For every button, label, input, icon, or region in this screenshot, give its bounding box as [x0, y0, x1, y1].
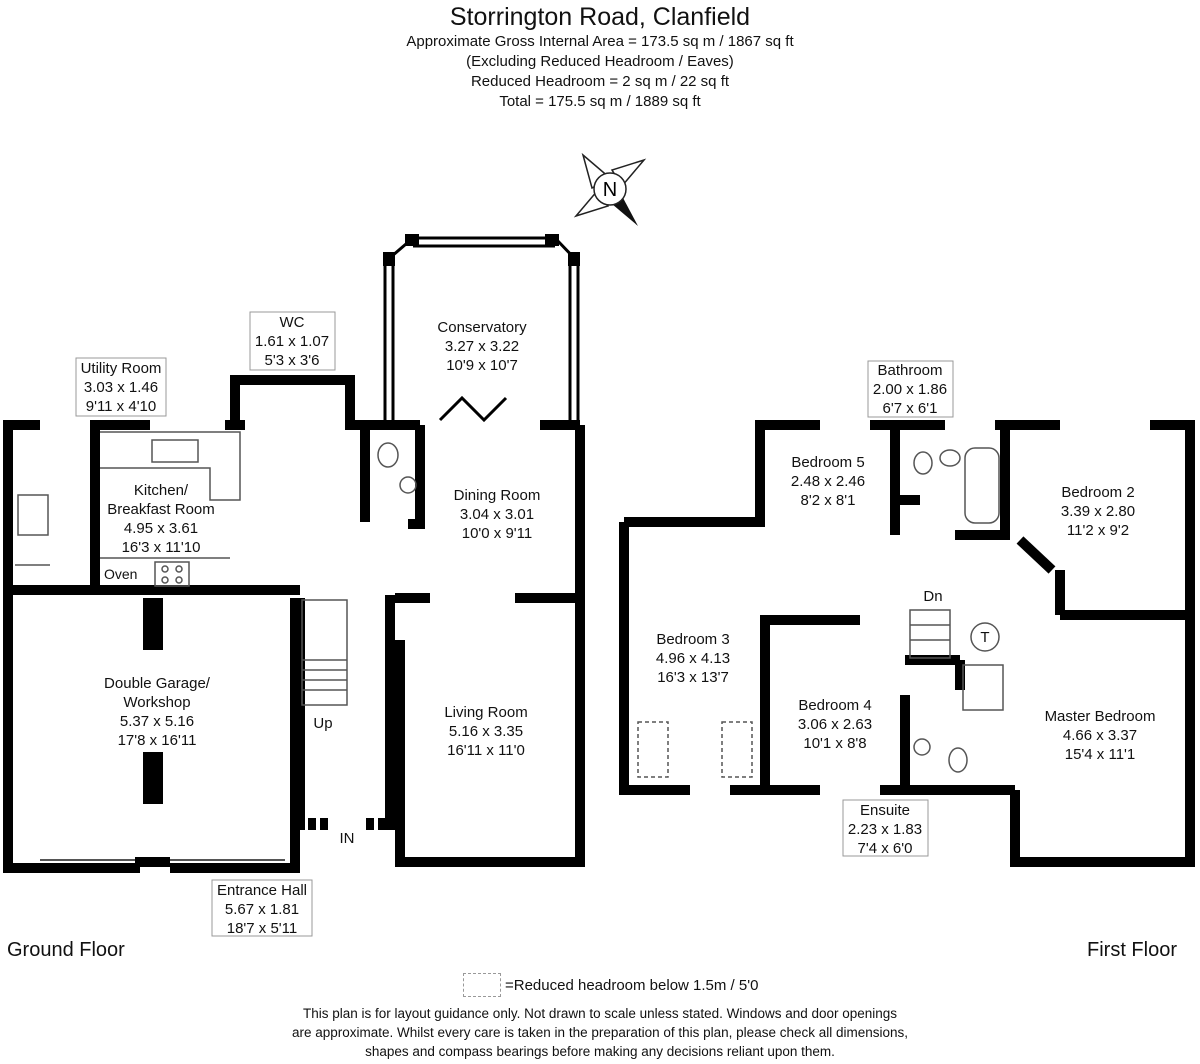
master-bedroom-name: Master Bedroom [1045, 708, 1156, 725]
disclaimer-line-1: This plan is for layout guidance only. N… [302, 1006, 898, 1021]
bath-icon [964, 447, 1000, 524]
entrance-hall-imperial: 18'7 x 5'11 [227, 920, 298, 937]
bedroom2-imperial: 11'2 x 9'2 [1067, 522, 1129, 539]
plan-header: Storrington Road, Clanfield Approximate … [0, 0, 1200, 112]
utility-room-imperial: 9'11 x 4'10 [86, 398, 157, 415]
room-labels: Utility Room 3.03 x 1.46 9'11 x 4'10 WC … [7, 311, 1177, 961]
gross-area: Approximate Gross Internal Area = 173.5 … [406, 33, 794, 50]
bedroom4-imperial: 10'1 x 8'8 [803, 735, 866, 752]
conservatory-metric: 3.27 x 3.22 [445, 338, 519, 355]
wc-imperial: 5'3 x 3'6 [265, 352, 320, 369]
garage-metric: 5.37 x 5.16 [120, 713, 194, 730]
first-floor-fittings [637, 447, 1004, 778]
garage-name-1: Double Garage/ [104, 675, 211, 692]
wc-name: WC [280, 314, 305, 331]
kitchen-metric: 4.95 x 3.61 [124, 520, 198, 537]
ensuite-imperial: 7'4 x 6'0 [858, 840, 913, 857]
legend: =Reduced headroom below 1.5m / 5'0 [463, 973, 758, 997]
entrance-hall-name: Entrance Hall [217, 882, 307, 899]
kitchen-fittings [15, 431, 417, 706]
ground-floor-label: Ground Floor [7, 939, 125, 961]
bedroom5-imperial: 8'2 x 8'1 [801, 492, 856, 509]
garage-name-2: Workshop [123, 694, 190, 711]
area-exclusion-note: (Excluding Reduced Headroom / Eaves) [466, 53, 734, 70]
tank-label: T [980, 629, 989, 646]
stairs-down-label: Dn [923, 588, 942, 605]
ensuite-basin-icon [913, 738, 931, 756]
water-tank-icon [970, 622, 1000, 652]
disclaimer-line-3: shapes and compass bearings before makin… [365, 1044, 835, 1059]
entrance-posts [308, 818, 386, 830]
disclaimer: This plan is for layout guidance only. N… [0, 1004, 1200, 1061]
bathroom-name: Bathroom [877, 362, 942, 379]
bedroom5-name: Bedroom 5 [791, 454, 864, 471]
living-room-imperial: 16'11 x 11'0 [447, 742, 525, 759]
entrance-in-label: IN [340, 830, 355, 847]
dining-room-name: Dining Room [454, 487, 541, 504]
kitchen-name-2: Breakfast Room [107, 501, 215, 518]
legend-text: =Reduced headroom below 1.5m / 5'0 [505, 976, 759, 994]
dining-room-metric: 3.04 x 3.01 [460, 506, 534, 523]
utility-room-metric: 3.03 x 1.46 [84, 379, 158, 396]
bathroom-toilet-icon [913, 451, 933, 475]
first-floor-label: First Floor [1087, 939, 1177, 961]
conservatory-posts [383, 234, 580, 266]
conservatory-name: Conservatory [437, 319, 527, 336]
ensuite-metric: 2.23 x 1.83 [848, 821, 922, 838]
bathroom-metric: 2.00 x 1.86 [873, 381, 947, 398]
bedroom3-name: Bedroom 3 [656, 631, 729, 648]
total-area: Total = 175.5 sq m / 1889 sq ft [499, 93, 701, 110]
ensuite-toilet-icon [948, 747, 968, 773]
living-room-name: Living Room [444, 704, 527, 721]
compass-north-label: N [603, 179, 617, 201]
shower-icon [962, 664, 1004, 711]
kitchen-imperial: 16'3 x 11'10 [122, 539, 201, 556]
kitchen-name-1: Kitchen/ [134, 482, 189, 499]
kitchen-sink-icon [151, 439, 199, 463]
master-bedroom-imperial: 15'4 x 11'1 [1065, 746, 1136, 763]
conservatory-imperial: 10'9 x 10'7 [446, 357, 518, 374]
reduced-headroom-swatch [463, 973, 501, 997]
reduced-headroom-area-1 [637, 721, 669, 778]
bedroom3-imperial: 16'3 x 13'7 [657, 669, 729, 686]
disclaimer-line-2: are approximate. Whilst every care is ta… [291, 1025, 909, 1040]
utility-sink-icon [17, 494, 49, 536]
first-floor-walls [619, 420, 1195, 867]
property-title: Storrington Road, Clanfield [449, 3, 751, 31]
garage-imperial: 17'8 x 16'11 [118, 732, 197, 749]
entrance-hall-metric: 5.67 x 1.81 [225, 901, 299, 918]
living-room-metric: 5.16 x 3.35 [449, 723, 523, 740]
bedroom4-metric: 3.06 x 2.63 [798, 716, 872, 733]
dining-room-imperial: 10'0 x 9'11 [462, 525, 533, 542]
ground-floor-walls [3, 375, 585, 873]
master-bedroom-metric: 4.66 x 3.37 [1063, 727, 1137, 744]
oven-label: Oven [104, 566, 137, 582]
bathroom-basin-icon [939, 449, 961, 467]
bedroom4-name: Bedroom 4 [798, 697, 871, 714]
bedroom3-metric: 4.96 x 4.13 [656, 650, 730, 667]
bathroom-imperial: 6'7 x 6'1 [883, 400, 938, 417]
bedroom5-metric: 2.48 x 2.46 [791, 473, 865, 490]
stairs-up-label: Up [313, 715, 332, 732]
wc-metric: 1.61 x 1.07 [255, 333, 329, 350]
conservatory-frame [383, 236, 580, 423]
reduced-headroom-area-2 [721, 721, 753, 778]
bedroom2-metric: 3.39 x 2.80 [1061, 503, 1135, 520]
hob-icon [154, 561, 190, 587]
utility-room-name: Utility Room [81, 360, 162, 377]
ensuite-name: Ensuite [860, 802, 910, 819]
bedroom2-name: Bedroom 2 [1061, 484, 1134, 501]
compass-icon: N [573, 152, 647, 226]
reduced-headroom-area: Reduced Headroom = 2 sq m / 22 sq ft [470, 73, 730, 90]
